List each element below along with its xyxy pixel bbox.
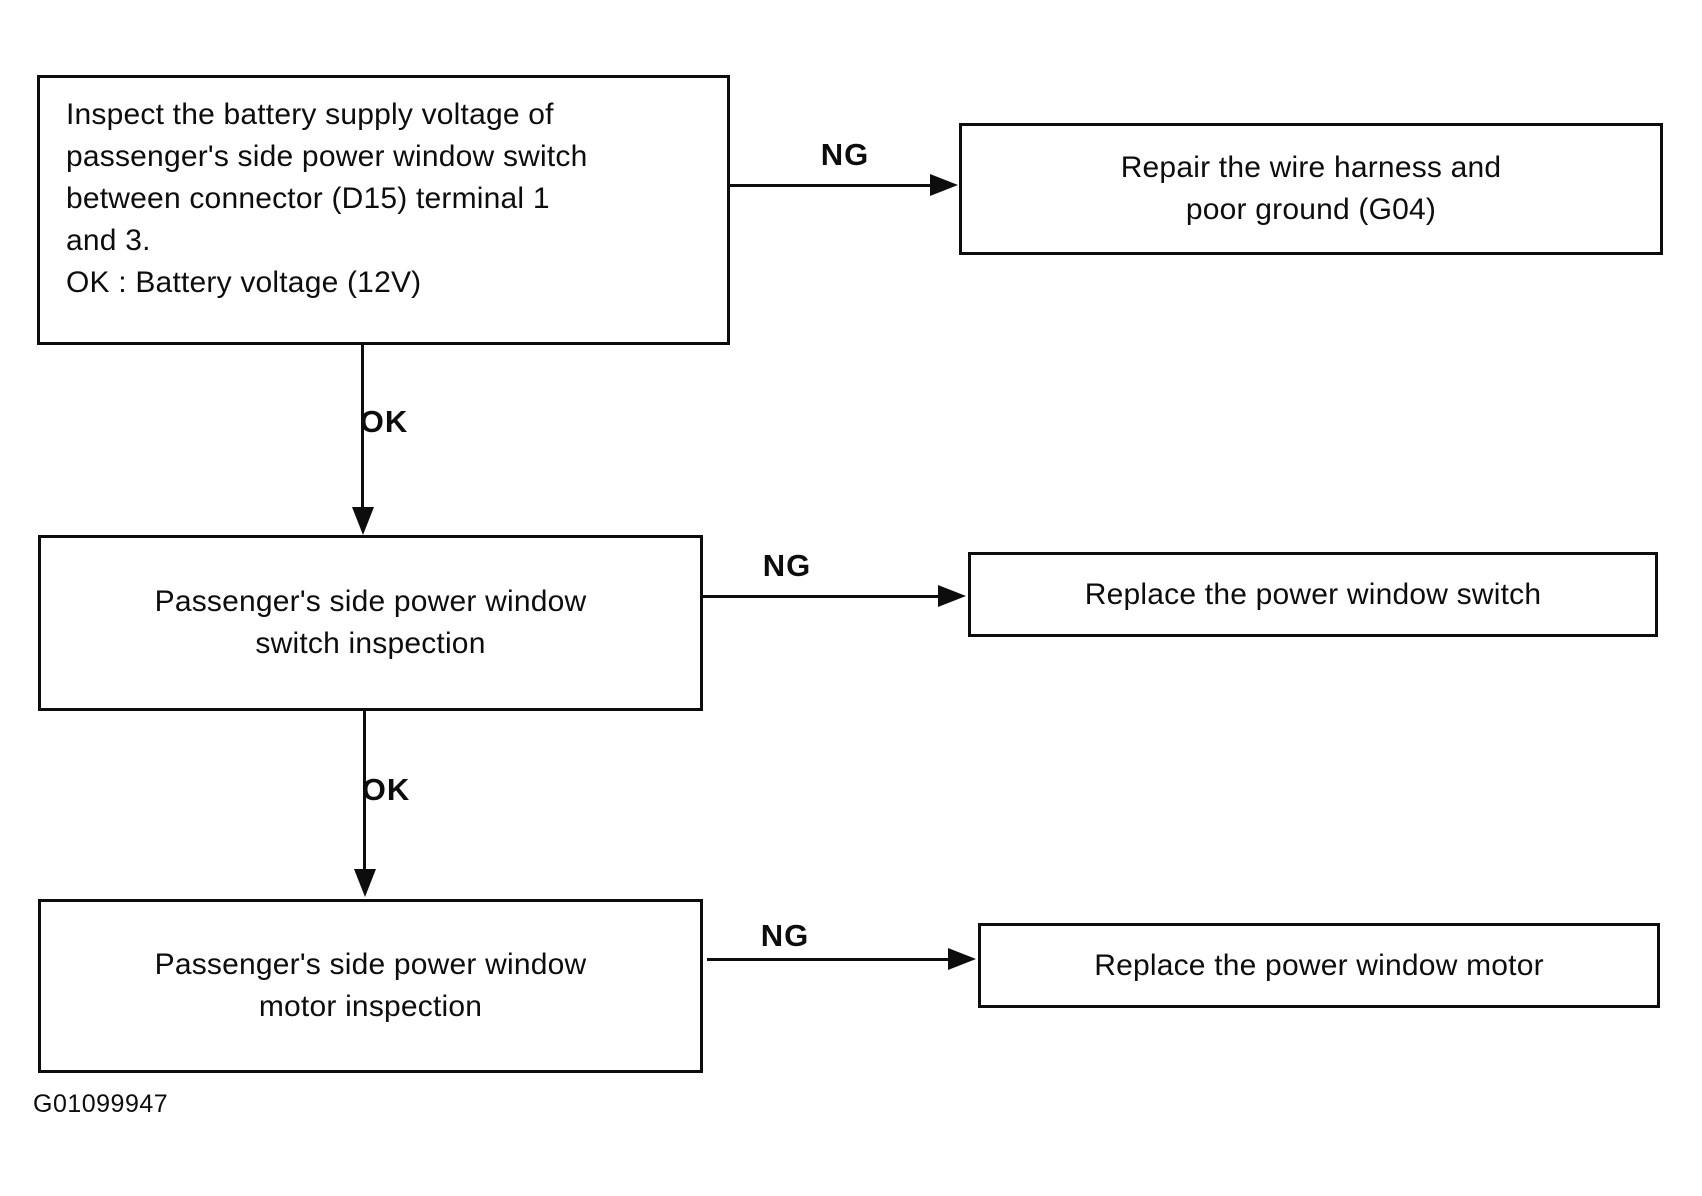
arrowhead-down-icon [352, 507, 374, 535]
step-text-line: motor inspection [258, 990, 483, 1023]
arrowhead-right-icon [948, 948, 976, 970]
step-text-line: Inspect the battery supply voltage of [66, 98, 554, 131]
edge-label-ng-2: NG [762, 548, 812, 583]
action-replace-window-motor: Replace the power window motor [978, 923, 1660, 1008]
step-motor-inspection: Passenger's side power window motor insp… [38, 899, 703, 1073]
edge-line-ng-3 [707, 958, 950, 961]
action-repair-wire-harness: Repair the wire harness and poor ground … [959, 123, 1663, 255]
figure-code: G01099947 [33, 1090, 169, 1118]
edge-label-ng-1: NG [820, 137, 870, 172]
step-text-line: Passenger's side power window [154, 585, 587, 618]
action-text-line: Replace the power window motor [1094, 948, 1544, 982]
edge-label-ok-1: OK [359, 404, 409, 439]
action-text-line: Repair the wire harness and [1120, 151, 1502, 184]
step-text-line: and 3. [66, 224, 151, 257]
arrowhead-right-icon [930, 174, 958, 196]
step-text-line: between connector (D15) terminal 1 [66, 182, 550, 215]
action-text-line: Replace the power window switch [1084, 577, 1542, 611]
step-text-line: passenger's side power window switch [66, 140, 588, 173]
step-switch-inspection: Passenger's side power window switch ins… [38, 535, 703, 711]
arrowhead-down-icon [354, 869, 376, 897]
edge-label-ng-3: NG [760, 918, 810, 953]
step-text-line: OK : Battery voltage (12V) [66, 266, 422, 299]
edge-line-ng-1 [730, 184, 932, 187]
arrowhead-right-icon [938, 585, 966, 607]
edge-label-ok-2: OK [361, 772, 411, 807]
edge-line-ng-2 [703, 595, 940, 598]
step-inspect-battery-voltage: Inspect the battery supply voltage of pa… [37, 75, 730, 345]
edge-line-ok-2 [363, 711, 366, 869]
edge-line-ok-1 [361, 345, 364, 507]
step-text-line: Passenger's side power window [154, 948, 587, 981]
action-text-line: poor ground (G04) [1185, 193, 1437, 226]
action-replace-window-switch: Replace the power window switch [968, 552, 1658, 637]
step-text-line: switch inspection [255, 627, 486, 660]
